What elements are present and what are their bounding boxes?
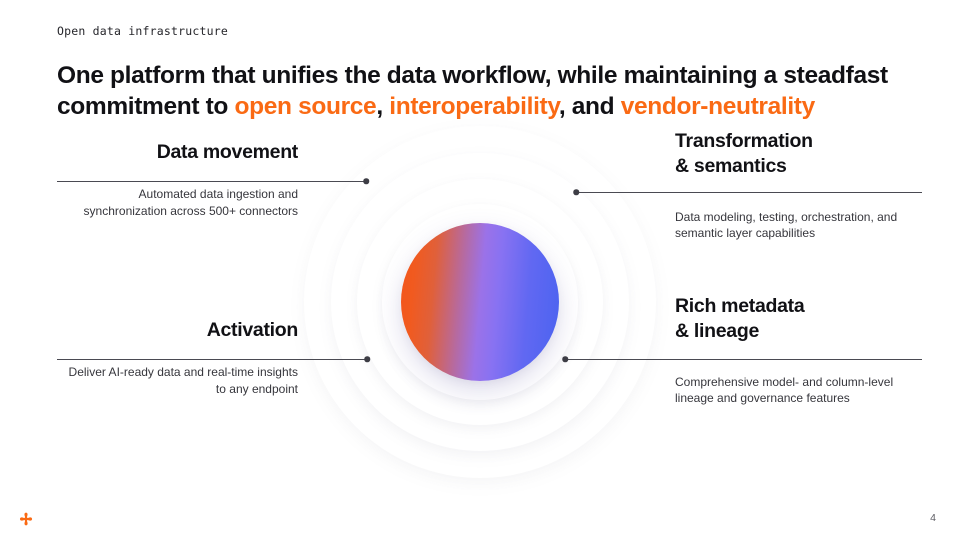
connector-line-data-movement [57,181,366,182]
quadrant-description-activation: Deliver AI-ready data and real-time insi… [68,364,298,396]
connector-node-transformation-semantics [573,189,579,195]
connector-line-rich-metadata-lineage [565,359,922,360]
connector-node-activation [364,356,370,362]
connector-line-transformation-semantics [576,192,922,193]
quadrant-title-line-2: & semantics [675,154,787,177]
quadrant-title-transformation-semantics: Transformation& semantics [675,129,925,179]
headline-accent-vendor-neutrality: vendor-neutrality [620,93,816,121]
star-burst-logo-icon [15,508,37,530]
page-title: One platform that unifies the data workf… [57,61,917,123]
quadrant-title-activation: Activation [206,319,299,341]
quadrant-activation: Activation Deliver AI-ready data and rea… [57,318,299,397]
headline-text-part-1: One platform that unifies the data workf… [57,62,888,121]
quadrant-title-line-1: Transformation [675,130,813,152]
gradient-sphere-icon [401,223,559,381]
headline-accent-open-source: open source [234,93,377,121]
quadrant-title-rich-metadata-lineage: Rich metadata& lineage [675,294,925,344]
quadrant-rich-metadata-lineage: Rich metadata& lineage Comprehensive mod… [675,294,925,407]
quadrant-description-data-movement: Automated data ingestion and synchroniza… [83,186,298,218]
quadrant-transformation-semantics: Transformation& semantics Data modeling,… [675,129,925,242]
quadrant-description-transformation-semantics: Data modeling, testing, orchestration, a… [675,209,898,241]
headline-separator-2: , and [558,93,621,121]
connector-line-activation [57,359,367,360]
connector-node-data-movement [363,178,369,184]
connector-node-rich-metadata-lineage [562,356,568,362]
quadrant-title-line-2: & lineage [675,319,759,342]
eyebrow-label: Open data infrastructure [57,24,228,38]
quadrant-title-line-1: Rich metadata [675,295,805,317]
quadrant-description-rich-metadata-lineage: Comprehensive model- and column-level li… [675,374,894,406]
headline-accent-interoperability: interoperability [389,93,559,121]
quadrant-title-data-movement: Data movement [156,141,299,163]
page-number: 4 [930,512,936,524]
headline-separator-1: , [376,93,390,121]
quadrant-data-movement: Data movement Automated data ingestion a… [57,140,299,219]
